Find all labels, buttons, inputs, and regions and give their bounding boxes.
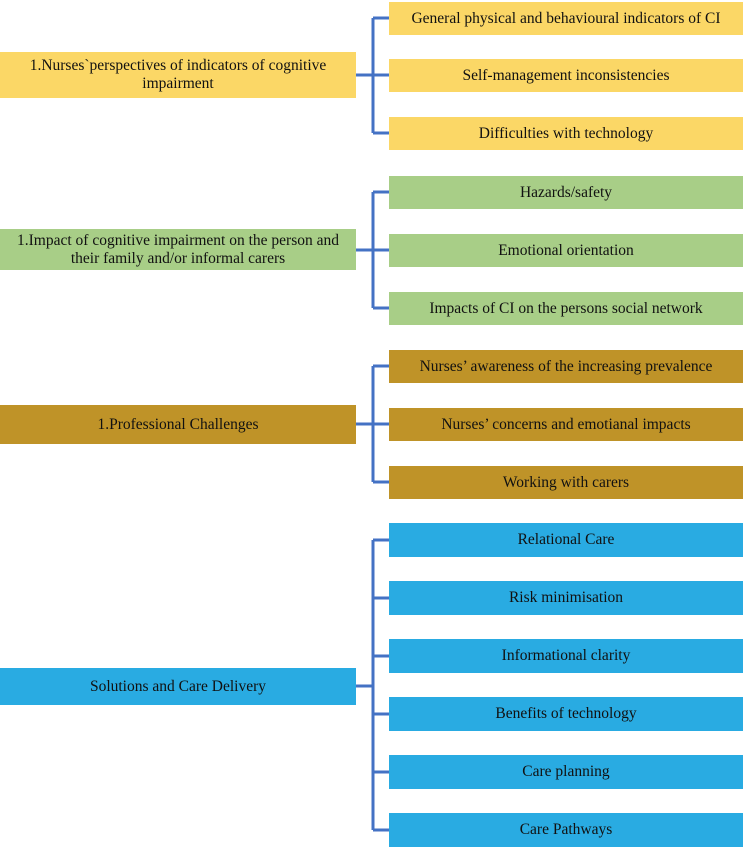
- connector-group-2: [356, 190, 389, 310]
- parent-node-group-3[interactable]: 1.Professional Challenges: [0, 405, 356, 444]
- child-node-label: General physical and behavioural indicat…: [411, 9, 721, 27]
- connector-group-3: [356, 364, 389, 484]
- child-node-group-2-1[interactable]: Hazards/safety: [389, 176, 743, 209]
- child-node-group-4-2[interactable]: Risk minimisation: [389, 581, 743, 615]
- child-node-label: Nurses’ awareness of the increasing prev…: [419, 357, 713, 375]
- parent-node-group-4[interactable]: Solutions and Care Delivery: [0, 668, 356, 705]
- child-node-group-3-2[interactable]: Nurses’ concerns and emotianal impacts: [389, 408, 743, 441]
- parent-node-label: 1.Impact of cognitive impairment on the …: [17, 231, 339, 267]
- parent-node-label: Solutions and Care Delivery: [89, 677, 267, 695]
- child-node-group-1-3[interactable]: Difficulties with technology: [389, 117, 743, 150]
- parent-node-label: 1.Professional Challenges: [97, 415, 259, 433]
- child-node-group-4-3[interactable]: Informational clarity: [389, 639, 743, 673]
- child-node-group-4-5[interactable]: Care planning: [389, 755, 743, 789]
- parent-node-group-1[interactable]: 1.Nurses`perspectives of indicators of c…: [0, 52, 356, 98]
- child-node-group-1-2[interactable]: Self-management inconsistencies: [389, 59, 743, 92]
- child-node-group-2-3[interactable]: Impacts of CI on the persons social netw…: [389, 292, 743, 325]
- child-node-group-3-3[interactable]: Working with carers: [389, 466, 743, 499]
- parent-node-group-2[interactable]: 1.Impact of cognitive impairment on the …: [0, 229, 356, 270]
- connector-group-1: [356, 16, 389, 135]
- child-node-group-1-1[interactable]: General physical and behavioural indicat…: [389, 2, 743, 35]
- child-node-label: Benefits of technology: [495, 705, 637, 723]
- child-node-group-4-4[interactable]: Benefits of technology: [389, 697, 743, 731]
- child-node-label: Care Pathways: [519, 821, 613, 839]
- child-node-label: Risk minimisation: [508, 589, 624, 607]
- parent-node-label: 1.Nurses`perspectives of indicators of c…: [29, 57, 327, 92]
- connector-group-4: [356, 538, 389, 832]
- child-node-label: Hazards/safety: [519, 183, 613, 201]
- child-node-label: Care planning: [522, 763, 610, 781]
- child-node-label: Nurses’ concerns and emotianal impacts: [441, 415, 691, 433]
- child-node-label: Emotional orientation: [498, 241, 634, 259]
- child-node-label: Relational Care: [517, 531, 615, 549]
- child-node-group-4-6[interactable]: Care Pathways: [389, 813, 743, 847]
- child-node-label: Informational clarity: [501, 647, 631, 665]
- child-node-group-3-1[interactable]: Nurses’ awareness of the increasing prev…: [389, 350, 743, 383]
- child-node-label: Working with carers: [502, 473, 630, 491]
- child-node-group-2-2[interactable]: Emotional orientation: [389, 234, 743, 267]
- child-node-label: Difficulties with technology: [478, 124, 654, 142]
- child-node-label: Self-management inconsistencies: [462, 66, 670, 84]
- child-node-label: Impacts of CI on the persons social netw…: [429, 299, 703, 317]
- child-node-group-4-1[interactable]: Relational Care: [389, 523, 743, 557]
